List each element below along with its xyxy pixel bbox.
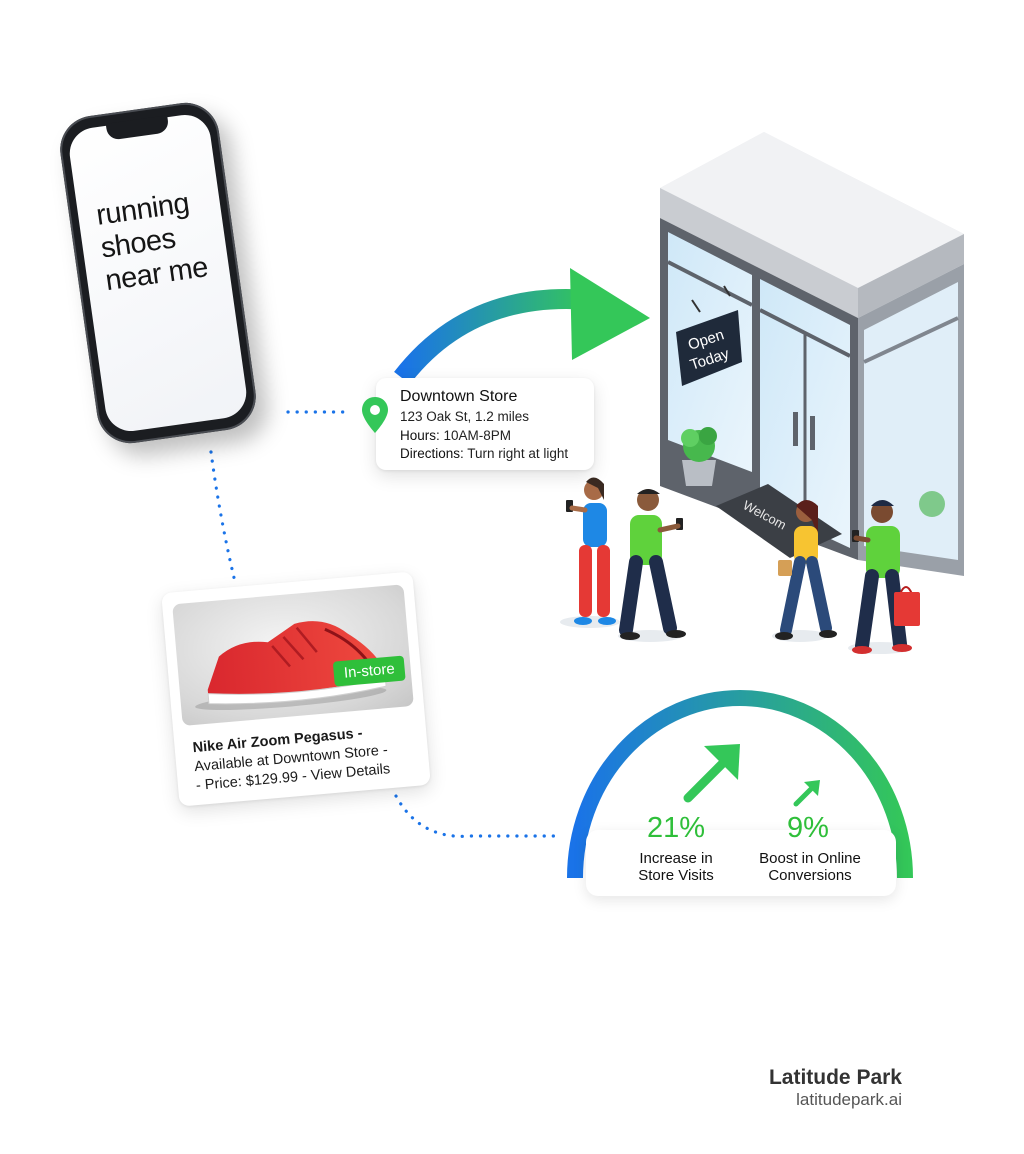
- store-name: Downtown Store: [400, 388, 518, 405]
- brand-name: Latitude Park: [768, 1066, 902, 1089]
- store-directions-label: Directions:: [400, 446, 464, 461]
- stat-label-store-visits: Increase in Store Visits: [606, 850, 746, 884]
- product-card[interactable]: In-store Nike Air Zoom Pegasus - Availab…: [161, 571, 431, 807]
- store-hours-value: 10AM-8PM: [443, 428, 512, 443]
- curved-arrow-icon: [394, 268, 650, 385]
- search-query-text: running shoes near me: [94, 187, 210, 298]
- connector-product-to-stats: [394, 794, 564, 838]
- person-2: [619, 489, 686, 640]
- arrow-up-right-icon-small: [793, 780, 820, 807]
- storefront-illustration: Open Today Welcom: [660, 132, 964, 576]
- gauge-arc: [567, 690, 913, 879]
- person-1: [566, 477, 616, 625]
- stat-value-online-conversions: 9%: [787, 812, 829, 844]
- stats-card: [586, 830, 896, 896]
- arrow-up-right-icon: [683, 744, 740, 803]
- shoppers-illustration: [560, 477, 920, 654]
- plant-icon: [681, 427, 717, 486]
- location-pin-icon: [362, 397, 388, 433]
- store-hours: Hours: 10AM-8PM: [400, 428, 511, 443]
- stat-label-store-visits-line2: Store Visits: [638, 867, 714, 884]
- person-3: [775, 500, 837, 640]
- phone-screen: running shoes near me: [66, 111, 250, 435]
- shopping-bag-icon: [894, 586, 920, 626]
- stat-label-store-visits-line1: Increase in: [639, 850, 713, 867]
- store-directions-value: Turn right at light: [467, 446, 569, 461]
- stat-label-online-conversions-line1: Boost in Online: [759, 850, 861, 867]
- dotted-connectors: [209, 410, 564, 838]
- brand-url[interactable]: latitudepark.ai: [796, 1090, 902, 1109]
- stat-value-store-visits: 21%: [646, 812, 706, 844]
- stat-label-online-conversions-line2: Conversions: [768, 867, 852, 884]
- running-shoe-icon: [195, 621, 387, 711]
- store-address: 123 Oak St, 1.2 miles: [400, 409, 530, 424]
- connector-phone-to-product: [209, 450, 238, 588]
- store-info-card[interactable]: Downtown Store 123 Oak St, 1.2 miles Hou…: [362, 378, 594, 470]
- store-directions[interactable]: Directions: Turn right at light: [400, 446, 568, 461]
- store-hours-label: Hours:: [400, 428, 440, 443]
- product-description: Nike Air Zoom Pegasus - Available at Dow…: [192, 720, 422, 796]
- stat-label-online-conversions: Boost in Online Conversions: [740, 850, 880, 884]
- person-4: [852, 500, 920, 654]
- product-image: In-store: [172, 584, 414, 727]
